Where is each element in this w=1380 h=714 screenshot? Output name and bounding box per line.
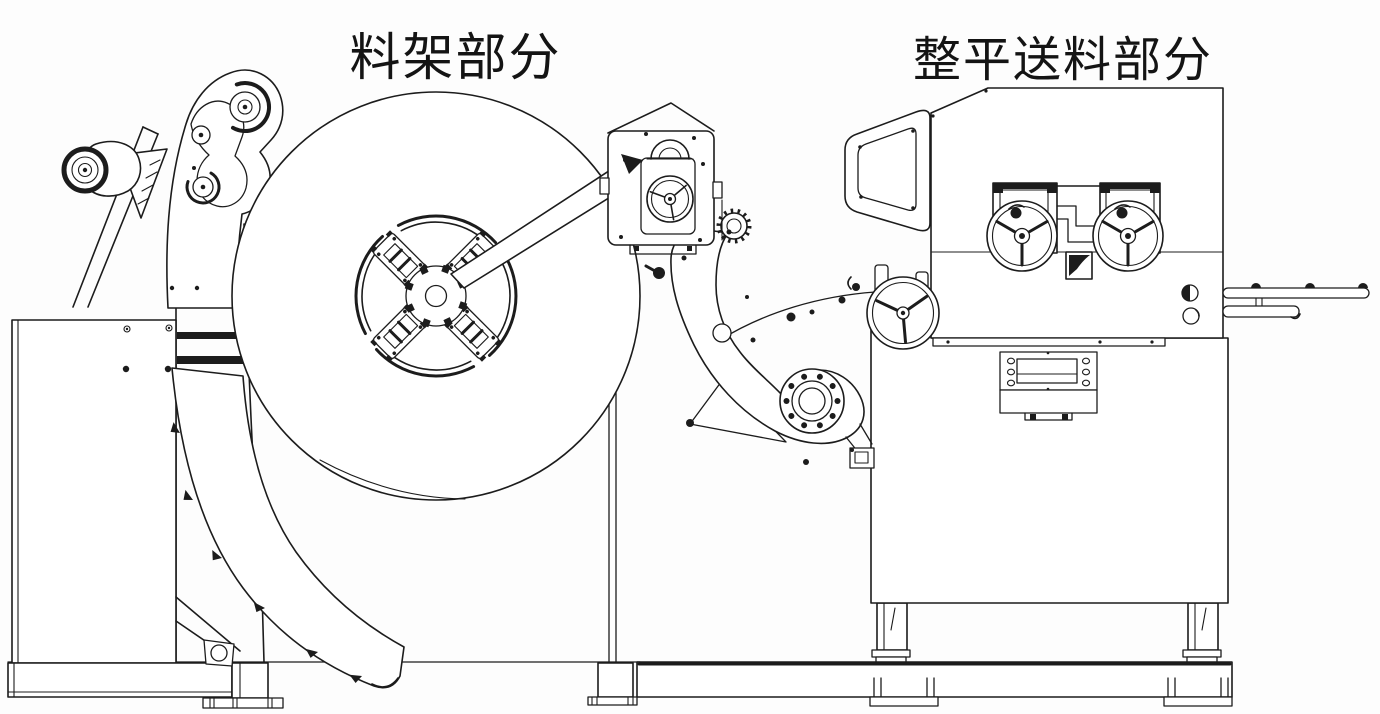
diagonal-strut — [175, 596, 241, 667]
machine-legs — [871, 602, 1222, 664]
feeder-section-label: 整平送料部分 — [912, 34, 1213, 87]
exit-bars — [1222, 283, 1370, 320]
indicator-knobs — [1181, 284, 1200, 325]
feed-handwheel-right-icon — [1092, 200, 1164, 272]
mandrel — [354, 214, 518, 378]
adjust-gear-icon — [716, 208, 752, 244]
straightener-feeder-group — [587, 87, 1370, 707]
control-panel — [999, 351, 1098, 421]
control-cabinet — [11, 319, 177, 664]
arm-link-bracket — [845, 423, 875, 469]
left-base — [7, 662, 284, 709]
entry-handwheel-icon — [866, 276, 940, 350]
mandrel-adjust-bracket — [599, 102, 752, 255]
band-arrow-tabs — [170, 422, 362, 684]
top-roller-ring — [231, 81, 271, 134]
feed-handwheel-left-icon — [986, 200, 1058, 272]
press-drum — [61, 140, 168, 219]
lower-roller-ring — [185, 171, 221, 205]
bearing-dots — [783, 373, 841, 429]
guide-band — [170, 367, 405, 689]
side-plate — [844, 109, 931, 232]
swing-arm — [644, 228, 865, 465]
feeder-base — [587, 661, 1233, 707]
material-strip — [719, 291, 876, 341]
press-arm — [166, 69, 284, 309]
mandrel-handwheel-icon — [646, 175, 694, 223]
uncoiler-group — [7, 69, 876, 709]
plaque-icon — [1065, 251, 1093, 280]
body-ledge — [932, 337, 1166, 347]
feeder-upper-body — [930, 87, 1224, 339]
rack-section-label: 料架部分 — [349, 31, 562, 87]
